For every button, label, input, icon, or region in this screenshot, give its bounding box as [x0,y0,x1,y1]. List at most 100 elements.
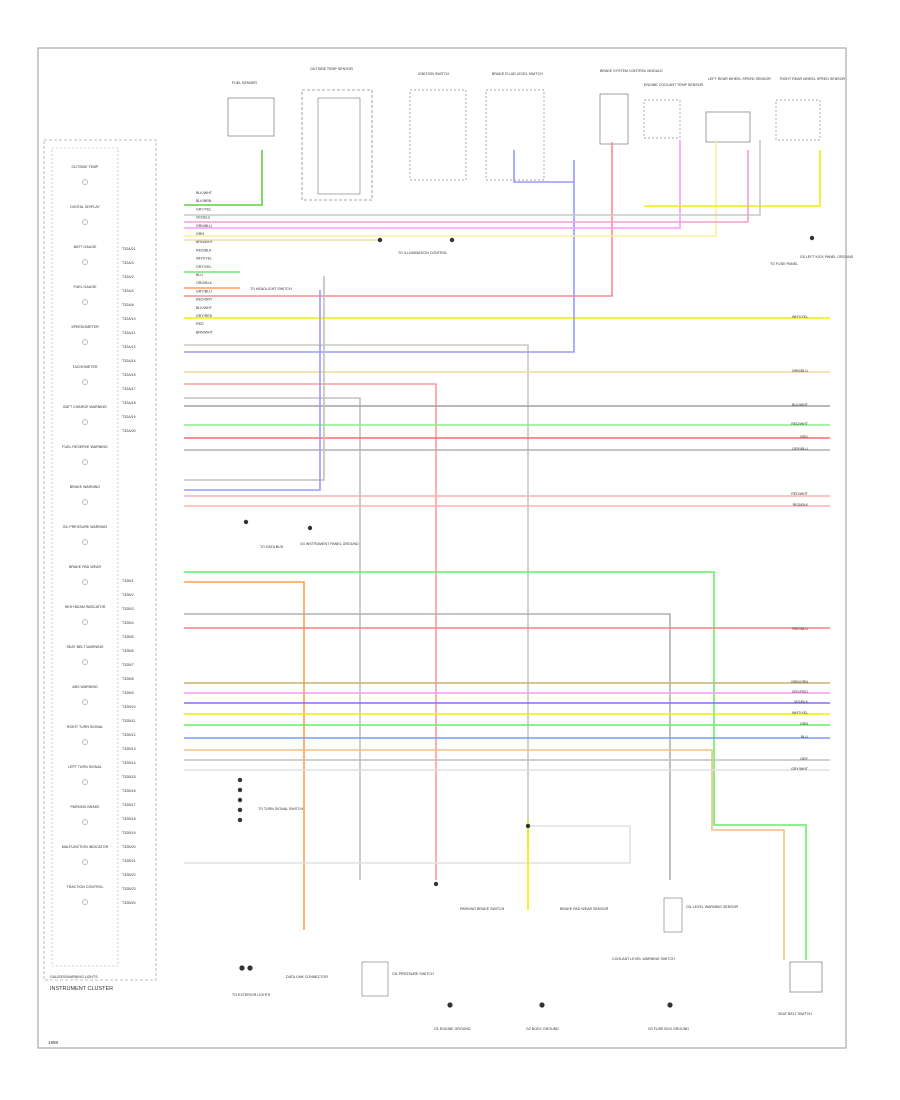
wire-code-left: BLK/BRN [196,199,212,203]
splice-labels: TO ILLUMINATION CONTROL TO HEADLIGHT SWI… [250,251,798,811]
ect-sensor-box [643,99,681,139]
wire [184,150,749,223]
splice-dot [237,797,243,803]
splice-label: TO TURN SIGNAL SWITCH [258,807,303,811]
wire-code-left: VIO/BLU [196,216,211,220]
connector-pin-label: T32B/21 [122,859,136,863]
grounds: G1 ENGINE GROUND G2 BODY GROUND G3 FUSE … [300,255,854,1031]
wire-code-right: BLK/WHT [792,403,809,407]
connector-pin-label: T32A/3 [122,261,134,265]
connector-pin-label: T32A/18 [122,401,136,405]
bottom-component-label: PARKING BRAKE SWITCH [460,907,505,911]
wire-code-right: RED/WHT [791,492,809,496]
oil-pressure-switch-box [361,961,389,997]
connector-pin-label: T32A/10 [122,317,136,321]
splice-label: TO ILLUMINATION CONTROL [398,251,447,255]
indicator-bulb-icon [82,379,88,385]
wire-code-right: RED [800,435,808,439]
connector-pin-label: T32B/20 [122,845,136,849]
wire-code-right: RED/BLK [793,503,809,507]
splice-dot [237,817,243,823]
indicator-bulb-icon [82,579,88,585]
wire [184,140,681,229]
splice-dot [809,235,815,241]
wire-code-right: GRY [800,757,808,761]
wire-code-right: WHT/YEL [792,315,808,319]
connector-pin-label: T32B/8 [122,677,134,681]
indicator-bulb-icon [82,299,88,305]
ground-icon [447,1002,453,1008]
bottom-component-label: SEAT BELT SWITCH [778,1012,812,1016]
splice-dot [237,777,243,783]
wire-code-right: RED/BLU [792,627,808,631]
top-component-label: BRAKE FLUID LEVEL SWITCH [492,72,543,76]
indicator-bulb-icon [82,219,88,225]
ground-label: G4 INSTRUMENT PANEL GROUND [300,542,359,546]
top-component-label: LEFT REAR WHEEL SPEED SENSOR [708,77,771,81]
wire-code-right: RED/WHT [791,422,809,426]
cluster-item-label: OUTSIDE TEMP [72,165,99,169]
wire [184,276,325,481]
wire-code-left: GRY/RED [196,314,213,318]
bottom-component-label: OIL PRESSURE SWITCH [392,972,434,976]
wire [184,581,305,930]
splice-dot [377,237,383,243]
wire-code-right: VIO/BLK [794,700,809,704]
wire-code-left: RED/BLK [196,248,212,252]
wire-code-left: GRY/YEL [196,207,212,211]
splice-dot [525,823,531,829]
connector-pin-label: T32A/11 [122,331,135,335]
wire-code-right: GRY/BLU [792,447,808,451]
wire [184,749,785,960]
indicator-bulb-icon [82,899,88,905]
top-component-label: OUTSIDE TEMP SENSOR [310,67,353,71]
bottom-component-label: OIL LEVEL WARNING SENSOR [686,905,739,909]
wire-code-left: GRN/BLU [196,224,212,228]
wire-code-left: RED [196,322,204,326]
wire [513,150,574,183]
connector-pin-label: T32B/9 [122,691,134,695]
wires [184,140,830,1008]
cluster-item-label: BRAKE PAD WEAR [69,565,101,569]
ground-label: G5 LEFT KICK PANEL GROUND [800,255,854,259]
left-wire-codes: BLK/WHTBLK/BRNGRY/YELVIO/BLUGRN/BLUGRNBR… [196,191,214,334]
top-components: FUEL SENDER OUTSIDE TEMP SENSOR IGNITION… [227,67,846,201]
wire-code-left: BLU [196,273,203,277]
wire [644,150,821,207]
indicator-bulb-icon [82,619,88,625]
connector-pin-label: T32B/13 [122,747,136,751]
wire [184,397,361,880]
connector-pin-label: T32A/15 [122,373,136,377]
ignition-switch-box [409,89,467,181]
bottom-component-label: COOLANT LEVEL WARNING SWITCH [612,957,675,961]
cluster-item-label: MALFUNCTION INDICATOR [62,845,109,849]
wire [184,383,437,880]
connector-pin-label: T32B/12 [122,733,136,737]
connector-pin-label: T32A/6 [122,303,134,307]
splice-label: TO DATA BUS [260,545,284,549]
rr-wheel-sensor-box [775,99,821,141]
wire-code-right: WHT/YEL [792,711,808,715]
ground-label: G1 ENGINE GROUND [434,1027,471,1031]
connector-pin-label: T32B/19 [122,831,136,835]
indicator-bulb-icon [82,699,88,705]
connector-pin-label: T32B/17 [122,803,136,807]
cluster-inner-box [51,147,119,967]
connector-pin-label: T32B/23 [122,887,136,891]
wire-code-left: WHT/YEL [196,257,212,261]
wire-code-left: RED/GRY [196,298,213,302]
ground-icon [239,965,245,971]
cluster-item-label: HIGH BEAM INDICATOR [65,605,106,609]
splice-label: TO HEADLIGHT SWITCH [250,287,292,291]
footer-id: 1998 [48,1040,59,1045]
indicator-bulb-icon [82,739,88,745]
cluster-item-label: BATT CHARGE WARNING [63,405,107,409]
cluster-item-label: ABS WARNING [72,685,98,689]
wire [184,150,263,206]
splice-label: TO FUSE PANEL [770,262,798,266]
connector-pin-label: T32B/18 [122,817,136,821]
bottom-component-label: BRAKE PAD WEAR SENSOR [560,907,609,911]
wire-code-right: BLU [801,735,808,739]
